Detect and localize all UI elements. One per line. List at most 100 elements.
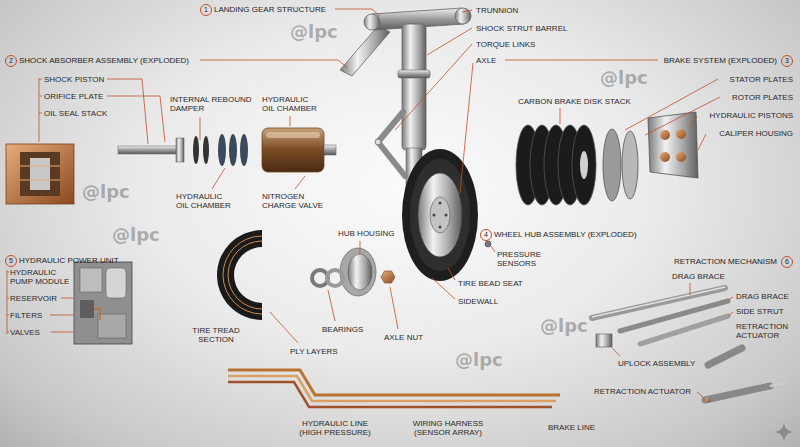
brake-system-exploded-part [660, 130, 670, 140]
wheel-hub-exploded-part [340, 248, 376, 296]
main-landing-gear-part [430, 197, 450, 233]
part-label: AXLE [476, 56, 496, 65]
retraction-mechanism-part [708, 348, 742, 365]
part-label: CALIPER HOUSING [719, 129, 793, 138]
shock-absorber-exploded-part [229, 134, 237, 166]
leader-lines-part [491, 246, 495, 252]
leader-lines-part [107, 96, 165, 142]
leader-lines-part [200, 117, 201, 140]
part-label: OIL SEAL STACK [44, 109, 107, 118]
leader-lines-part [505, 60, 658, 61]
main-landing-gear-part [402, 24, 426, 150]
leader-lines-part [612, 348, 620, 356]
shock-absorber-exploded-part [266, 132, 320, 138]
callout-number: 5 [5, 255, 17, 267]
main-landing-gear-part [455, 8, 471, 24]
hydraulic-power-unit-part [80, 268, 102, 292]
leader-lines-part [107, 79, 148, 144]
leader-lines-part [728, 312, 733, 316]
part-label: SHOCK STRUT BARREL [476, 24, 567, 33]
part-label: UPLOCK ASSEMBLY [618, 359, 695, 368]
main-landing-gear-part [439, 226, 442, 229]
part-label: HUB HOUSING [338, 229, 394, 238]
section-heading: SHOCK ABSORBER ASSEMBLY (EXPLODED) [19, 56, 189, 65]
wheel-hub-exploded-part [223, 236, 262, 314]
callout-number: 1 [200, 4, 212, 16]
leader-lines-part [448, 268, 455, 280]
retraction-mechanism-part [592, 288, 725, 318]
leader-lines-part [698, 134, 706, 150]
leader-lines-part [560, 108, 561, 124]
leader-lines-part [690, 116, 697, 128]
hydraulic-power-unit-part [94, 309, 100, 320]
shock-absorber-exploded-part [118, 146, 180, 154]
part-label: BEARINGS [322, 325, 363, 334]
leader-lines-part [395, 44, 472, 130]
part-label: DRAG BRACE [736, 292, 789, 301]
retraction-mechanism-part [596, 334, 612, 347]
section-heading: LANDING GEAR STRUCTURE [214, 5, 326, 14]
part-label: NITROGEN CHARGE VALVE [262, 192, 328, 210]
part-label: HYDRAULIC OIL CHAMBER [176, 192, 233, 210]
callout-number: 3 [781, 55, 793, 67]
callout-number: 6 [781, 256, 793, 268]
section-heading: RETRACTION MECHANISM [674, 257, 777, 266]
hydraulic-power-unit-part [74, 262, 132, 344]
main-landing-gear-part [340, 26, 390, 76]
retraction-mechanism-part [705, 386, 770, 400]
hydraulic-power-unit-part [80, 300, 94, 318]
wheel-hub-exploded-part [485, 241, 491, 247]
main-landing-gear-part [364, 14, 380, 30]
part-label: PRESSURE SENSORS [497, 250, 547, 268]
section-heading: HYDRAULIC POWER UNIT [19, 256, 119, 265]
leader-lines-part [697, 392, 703, 397]
hydraulic-lines-part [228, 376, 556, 401]
watermark: @lpc [112, 225, 160, 245]
leader-lines-part [432, 278, 455, 299]
wheel-hub-exploded-part [217, 230, 262, 320]
part-label: ORIFICE PLATE [44, 92, 103, 101]
shock-absorber-exploded-part [20, 152, 60, 196]
leader-lines-part [460, 63, 473, 193]
main-landing-gear-part [439, 202, 442, 205]
part-label: TRUNNION [476, 6, 518, 15]
main-landing-gear-part [398, 70, 430, 78]
watermark: @lpc [600, 68, 648, 88]
brake-system-exploded-part [660, 152, 670, 162]
leader-lines-part [645, 97, 720, 135]
leader-lines-part [7, 270, 9, 334]
hydraulic-power-unit [74, 262, 132, 344]
wheel-hub-exploded-part [381, 271, 395, 283]
shock-absorber-exploded-part [218, 134, 226, 166]
part-label: HYDRAULIC PUMP MODULE [10, 268, 72, 286]
part-label: PLY LAYERS [290, 347, 338, 356]
leader-lines-part [462, 10, 472, 12]
main-landing-gear [340, 8, 478, 281]
wheel-hub-exploded-part [348, 254, 372, 290]
part-label: RETRACTION ACTUATOR [736, 322, 794, 340]
leader-lines-part [295, 176, 305, 189]
part-label: SIDE STRUT [736, 307, 784, 316]
part-label: HYDRAULIC PISTONS [710, 111, 793, 120]
callout-number: 2 [5, 55, 17, 67]
part-label: TIRE TREAD SECTION [186, 326, 246, 344]
brake-system-exploded-part [580, 151, 588, 179]
main-landing-gear-part [445, 214, 448, 217]
shock-absorber-exploded-part [203, 136, 209, 164]
part-label: RETRACTION ACTUATOR [594, 387, 691, 396]
shock-absorber-exploded-part [193, 136, 199, 164]
part-label: BRAKE LINE [548, 423, 595, 432]
brake-system-exploded [516, 112, 698, 205]
leader-lines-part [690, 283, 691, 295]
leader-lines-part [728, 297, 733, 300]
brake-system-exploded-part [676, 129, 686, 139]
shock-absorber-exploded-part [20, 180, 60, 181]
part-label: SIDEWALL [458, 297, 498, 306]
leader-lines [7, 9, 733, 397]
part-label: HYDRAULIC LINE (HIGH PRESSURE) [290, 419, 380, 437]
brake-system-exploded-part [622, 131, 638, 199]
brake-system-exploded-part [603, 129, 621, 201]
part-label: ROTOR PLATES [732, 93, 793, 102]
part-label: AXLE NUT [384, 333, 423, 342]
part-label: RESERVOIR [10, 294, 57, 303]
